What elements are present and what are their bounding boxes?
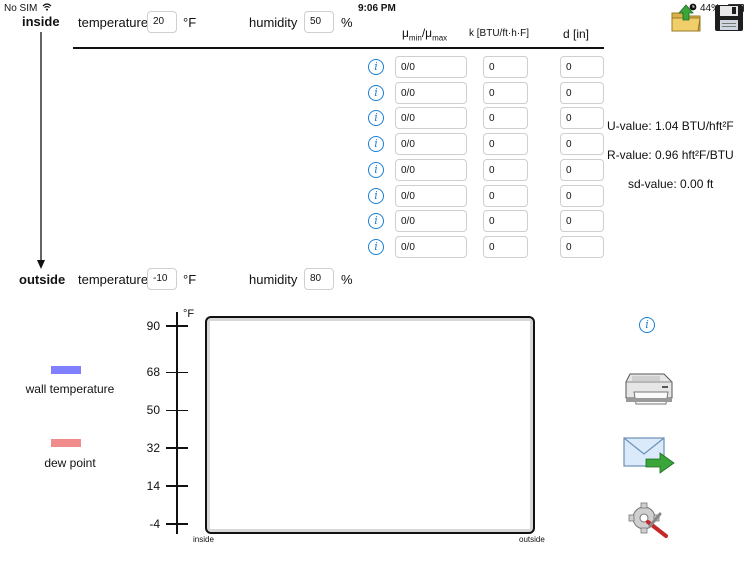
- layer-k-input[interactable]: 0: [483, 56, 528, 78]
- outside-temperature-unit: °F: [183, 272, 197, 287]
- chart-y-unit: °F: [183, 308, 195, 320]
- layer-d-input[interactable]: 0: [560, 82, 604, 104]
- layer-k-input[interactable]: 0: [483, 185, 528, 207]
- layer-k-input[interactable]: 0: [483, 82, 528, 104]
- layer-info-icon[interactable]: i: [368, 85, 384, 101]
- layer-mu-input[interactable]: 0/0: [395, 159, 467, 181]
- info-icon[interactable]: i: [639, 317, 655, 333]
- u-value-text: U-value: 1.04 BTU/hft²F: [607, 119, 734, 133]
- y-axis-tick: [166, 485, 188, 487]
- outside-temperature-label: temperature: [78, 272, 149, 287]
- layer-d-input[interactable]: 0: [560, 236, 604, 258]
- layer-k-input[interactable]: 0: [483, 210, 528, 232]
- d-header: d [in]: [563, 27, 590, 41]
- layer-info-icon[interactable]: i: [368, 188, 384, 204]
- layer-info-icon[interactable]: i: [368, 213, 384, 229]
- layer-k-input[interactable]: 0: [483, 133, 528, 155]
- layer-mu-input[interactable]: 0/0: [395, 236, 467, 258]
- layer-mu-input[interactable]: 0/0: [395, 56, 467, 78]
- wifi-icon: [42, 3, 52, 14]
- legend-wall-temperature-label: wall temperature: [25, 382, 115, 396]
- inside-temperature-label: temperature: [78, 15, 149, 30]
- inside-temperature-unit: °F: [183, 15, 197, 30]
- legend-dew-point-swatch: [51, 439, 81, 447]
- y-axis-tick: [166, 409, 188, 411]
- y-axis-tick: [166, 371, 188, 374]
- outside-humidity-label: humidity: [249, 272, 298, 287]
- layer-mu-input[interactable]: 0/0: [395, 133, 467, 155]
- layer-d-input[interactable]: 0: [560, 159, 604, 181]
- legend-dew-point-label: dew point: [44, 456, 96, 470]
- y-axis-tick-label: 32: [146, 441, 160, 456]
- r-value-text: R-value: 0.96 hft²F/BTU: [607, 148, 734, 162]
- y-axis-tick-label: 50: [146, 403, 160, 418]
- outside-humidity-input[interactable]: 80: [304, 268, 334, 290]
- y-axis-tick: [166, 447, 188, 449]
- layer-info-icon[interactable]: i: [368, 239, 384, 255]
- layer-mu-input[interactable]: 0/0: [395, 82, 467, 104]
- layer-mu-input[interactable]: 0/0: [395, 107, 467, 129]
- layer-d-input[interactable]: 0: [560, 56, 604, 78]
- battery-percent: 44%: [700, 3, 721, 14]
- layer-info-icon[interactable]: i: [368, 59, 384, 75]
- save-disk-icon[interactable]: [713, 3, 745, 33]
- layer-info-icon[interactable]: i: [368, 136, 384, 152]
- y-axis-tick-label: 14: [146, 479, 160, 494]
- y-axis-tick-label: -4: [149, 517, 160, 531]
- layer-k-input[interactable]: 0: [483, 107, 528, 129]
- folder-upload-icon[interactable]: [670, 3, 704, 33]
- layer-d-input[interactable]: 0: [560, 185, 604, 207]
- sd-value-text: sd-value: 0.00 ft: [628, 177, 714, 191]
- y-axis-tick-label: 68: [146, 365, 160, 380]
- printer-icon[interactable]: [622, 368, 676, 408]
- y-axis-tick: [166, 325, 188, 327]
- inside-temperature-input[interactable]: 20: [147, 11, 177, 33]
- alarm-icon: [689, 3, 697, 14]
- inside-outside-arrow: [35, 32, 47, 270]
- layer-info-icon[interactable]: i: [368, 110, 384, 126]
- table-header-divider: [73, 47, 604, 49]
- layer-mu-input[interactable]: 0/0: [395, 210, 467, 232]
- k-header: k [BTU/ft·h·F]: [469, 28, 529, 39]
- y-axis-tick: [166, 523, 188, 525]
- inside-humidity-label: humidity: [249, 15, 298, 30]
- outside-temperature-input[interactable]: -10: [147, 268, 177, 290]
- inside-label: inside: [22, 14, 60, 29]
- layer-d-input[interactable]: 0: [560, 107, 604, 129]
- layer-k-input[interactable]: 0: [483, 159, 528, 181]
- status-time: 9:06 PM: [358, 3, 396, 14]
- chart-y-axis: [176, 312, 178, 534]
- mu-header: μmin/μmax: [402, 26, 448, 43]
- outside-humidity-unit: %: [341, 272, 353, 287]
- layer-info-icon[interactable]: i: [368, 162, 384, 178]
- chart-plot-area: [205, 316, 535, 534]
- chart-x-end-label: outside: [519, 535, 545, 544]
- settings-icon[interactable]: [624, 500, 678, 540]
- chart-x-start-label: inside: [193, 535, 214, 544]
- export-email-icon[interactable]: [622, 435, 676, 475]
- carrier-label: No SIM: [4, 3, 52, 14]
- legend-wall-temperature-swatch: [51, 366, 81, 374]
- layer-mu-input[interactable]: 0/0: [395, 185, 467, 207]
- inside-humidity-input[interactable]: 50: [304, 11, 334, 33]
- inside-humidity-unit: %: [341, 15, 353, 30]
- y-axis-tick-label: 90: [146, 319, 160, 333]
- layer-d-input[interactable]: 0: [560, 133, 604, 155]
- outside-label: outside: [19, 272, 66, 287]
- layer-k-input[interactable]: 0: [483, 236, 528, 258]
- layer-d-input[interactable]: 0: [560, 210, 604, 232]
